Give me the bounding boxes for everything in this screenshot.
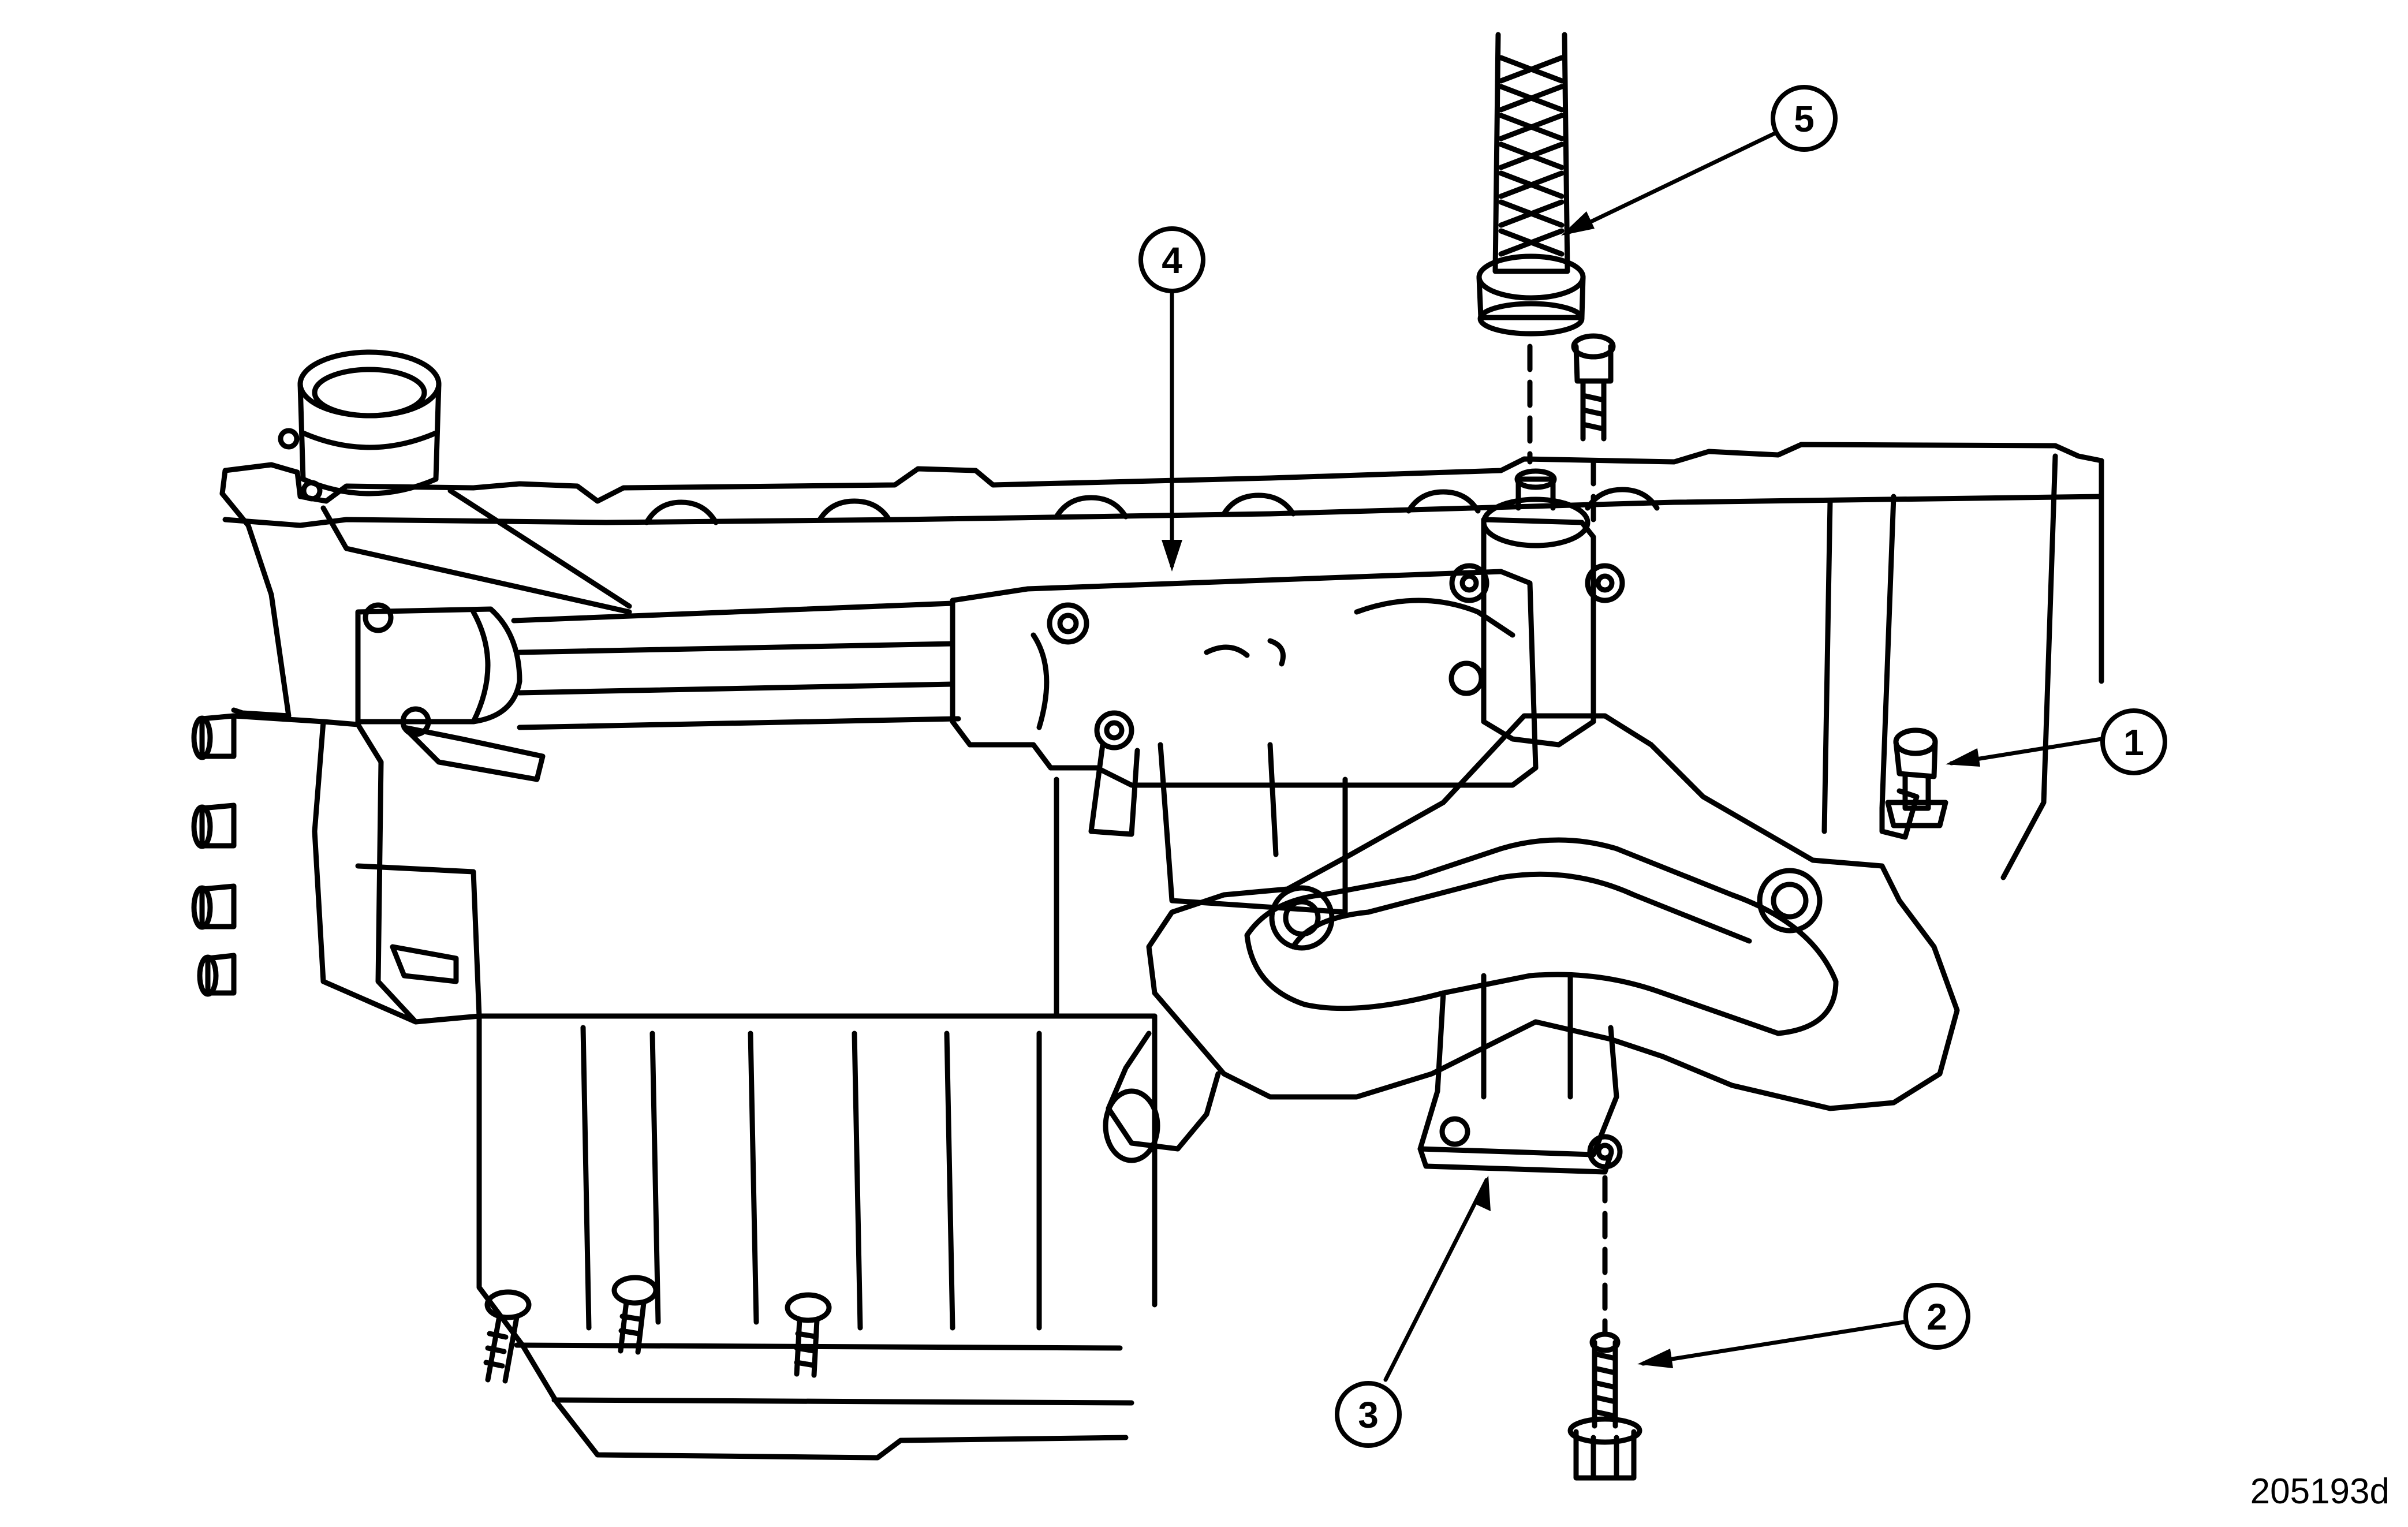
callout-2: 2 bbox=[1903, 1283, 1970, 1350]
filler-neck bbox=[278, 349, 632, 615]
oil-pump-pickup-tube bbox=[355, 468, 1625, 837]
callout-4-label: 4 bbox=[1162, 240, 1182, 281]
callout-5-label: 5 bbox=[1794, 98, 1815, 140]
arrowhead-3 bbox=[1473, 1175, 1491, 1211]
leader-3 bbox=[1383, 1178, 1489, 1382]
bolt-item-1 bbox=[1885, 727, 1948, 828]
arrowhead-1 bbox=[1946, 748, 1980, 767]
callout-1-label: 1 bbox=[2123, 722, 2144, 763]
pan-studs bbox=[483, 1275, 832, 1384]
bolt-item-2 bbox=[1567, 1175, 1642, 1481]
oil-pickup-screen bbox=[1103, 713, 1960, 1175]
callout-1: 1 bbox=[2100, 708, 2167, 775]
callout-4: 4 bbox=[1138, 226, 1205, 293]
arrowheads bbox=[1162, 211, 1980, 1368]
callout-3: 3 bbox=[1335, 1381, 1402, 1448]
arrowhead-5 bbox=[1561, 211, 1595, 236]
oil-cooler-hose bbox=[1476, 32, 1586, 465]
arrowhead-2 bbox=[1637, 1349, 1673, 1368]
left-bracket bbox=[191, 491, 482, 1025]
arrowhead-4 bbox=[1162, 540, 1182, 572]
leader-2 bbox=[1641, 1320, 1906, 1366]
oil-pan bbox=[219, 442, 2104, 1461]
callout-2-label: 2 bbox=[1927, 1296, 1947, 1338]
bolt-top-center bbox=[1571, 333, 1616, 522]
leader-5 bbox=[1563, 132, 1776, 236]
callout-5: 5 bbox=[1771, 85, 1838, 152]
callout-3-label: 3 bbox=[1358, 1394, 1379, 1436]
figure-id: 205193d bbox=[2250, 1472, 2390, 1511]
